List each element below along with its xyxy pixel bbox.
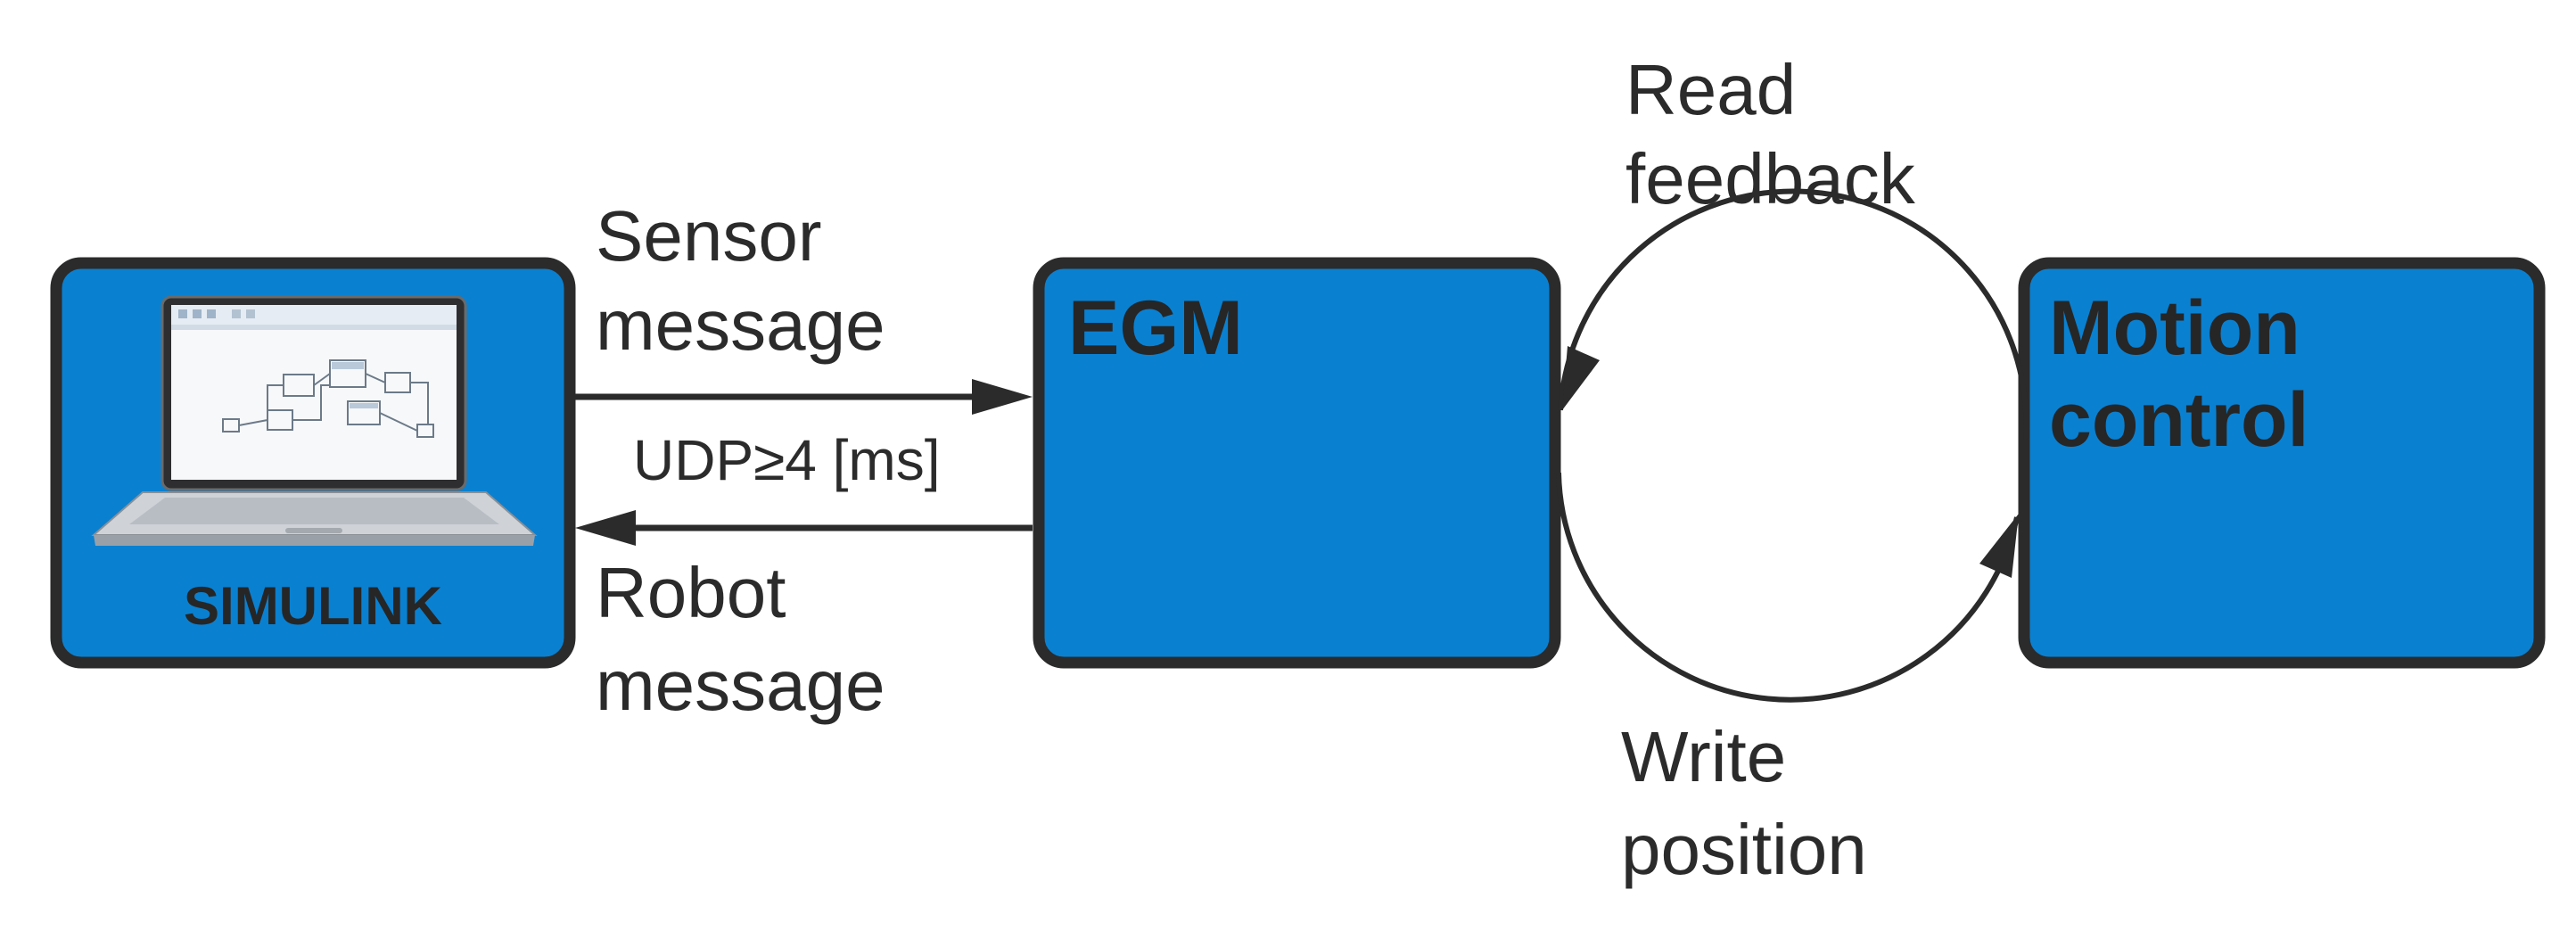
sensor-message-edge: Sensor message bbox=[575, 196, 1033, 415]
egm-label: EGM bbox=[1068, 285, 1243, 371]
write-position-arc bbox=[1556, 472, 2020, 703]
control-loop: Read feedback Write position bbox=[1556, 50, 2029, 889]
simulink-node: SIMULINK bbox=[50, 257, 576, 669]
egm-node: EGM bbox=[1033, 257, 1561, 669]
simulink-label: SIMULINK bbox=[184, 576, 442, 636]
read-feedback-arc bbox=[1558, 188, 2029, 440]
write-position-label-line1: Write bbox=[1621, 717, 1786, 796]
read-feedback-label-line2: feedback bbox=[1625, 139, 1916, 218]
udp-label: UDP≥4 [ms] bbox=[633, 428, 941, 492]
read-feedback-arrowhead bbox=[1562, 346, 1600, 410]
robot-message-label-line1: Robot bbox=[596, 553, 786, 632]
egm-box bbox=[1033, 257, 1561, 669]
robot-message-label-line2: message bbox=[596, 646, 885, 725]
motion-control-node: Motion control bbox=[2018, 257, 2546, 669]
write-position-label-line2: position bbox=[1621, 810, 1867, 889]
motion-control-label-line1: Motion bbox=[2049, 285, 2300, 371]
motion-control-box bbox=[2018, 257, 2546, 669]
laptop-icon bbox=[91, 295, 538, 546]
sensor-message-label-line1: Sensor bbox=[596, 196, 821, 276]
robot-message-arrowhead bbox=[575, 510, 636, 546]
robot-message-edge: Robot message bbox=[575, 510, 1033, 725]
sensor-message-arrowhead bbox=[972, 379, 1033, 415]
read-feedback-label-line1: Read bbox=[1625, 50, 1796, 129]
write-position-arrowhead bbox=[1979, 514, 2019, 578]
sensor-message-label-line2: message bbox=[596, 285, 885, 365]
motion-control-label-line2: control bbox=[2049, 377, 2309, 463]
